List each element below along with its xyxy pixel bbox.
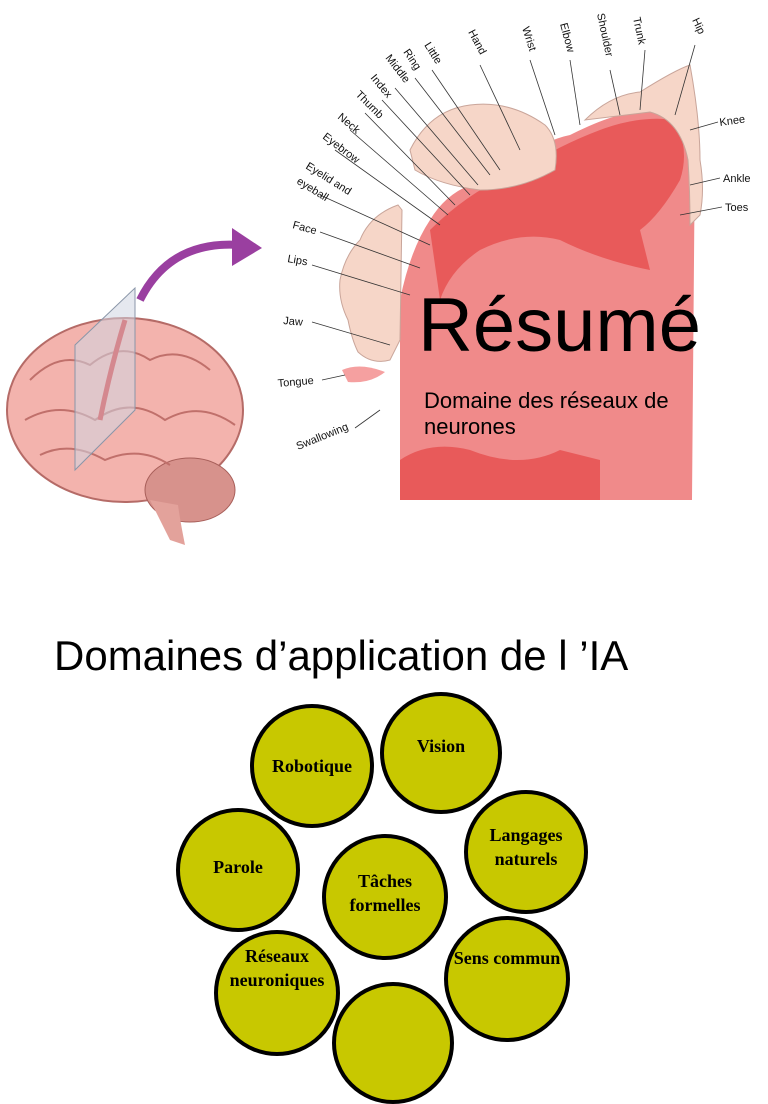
label-elbow: Elbow [557, 22, 576, 54]
circle-sens-commun: Sens commun [444, 916, 570, 1042]
slide-domaines: Domaines d’application de l ’IA Robotiqu… [0, 580, 768, 1104]
circle-parole: Parole [176, 808, 300, 932]
label-face: Face [291, 219, 318, 237]
label-tongue: Tongue [277, 375, 314, 390]
label-jaw: Jaw [283, 315, 304, 329]
label-lips: Lips [286, 253, 308, 268]
label-little: Little [421, 40, 443, 66]
circle-partial-bottom [332, 982, 454, 1104]
label-shoulder: Shoulder [594, 12, 615, 58]
slide-title: Domaines d’application de l ’IA [54, 632, 629, 679]
circle-langages-naturels: Langages naturels [464, 790, 588, 914]
circle-reseaux-neuroniques: Réseaux neuroniques [214, 930, 340, 1056]
label-index: Index [368, 72, 395, 101]
circle-taches-formelles: Tâches formelles [322, 834, 448, 960]
label-neck: Neck [335, 111, 362, 137]
label-swallowing: Swallowing [295, 421, 351, 453]
label-toes: Toes [725, 202, 749, 214]
slide-resume: Hip Trunk Shoulder Elbow Wrist Hand Litt… [6, 12, 751, 545]
label-wrist: Wrist [519, 25, 538, 52]
circle-robotique: Robotique [250, 704, 374, 828]
homunculus-illustration: Hip Trunk Shoulder Elbow Wrist Hand Litt… [6, 12, 751, 545]
slide-title: Résumé [418, 283, 701, 368]
label-hand: Hand [465, 28, 488, 57]
label-knee: Knee [719, 114, 746, 129]
circle-vision: Vision [380, 692, 502, 814]
slide-subtitle: Domaine des réseaux de neurones [424, 388, 669, 440]
label-eyebrow: Eyebrow [320, 131, 361, 166]
label-trunk: Trunk [630, 16, 648, 46]
label-hip: Hip [689, 16, 707, 36]
label-ankle: Ankle [723, 173, 751, 185]
